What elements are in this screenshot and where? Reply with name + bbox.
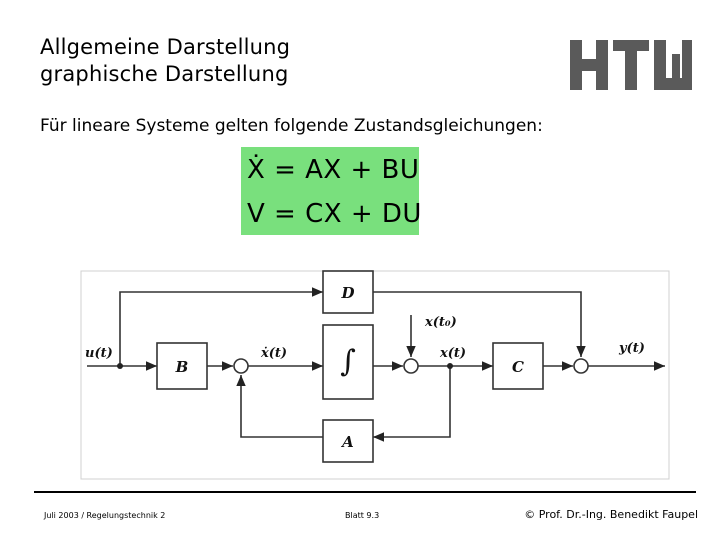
- footer-author: © Prof. Dr.-Ing. Benedikt Faupel: [524, 508, 698, 521]
- intro-text: Für lineare Systeme gelten folgende Zust…: [40, 116, 543, 136]
- signal-x0-label: x(t₀): [424, 315, 457, 330]
- title-line-1: Allgemeine Darstellung: [40, 35, 291, 59]
- signal-x-label: x(t): [439, 346, 466, 361]
- footer-divider: [34, 491, 696, 493]
- footer-left: Juli 2003 / Regelungstechnik 2: [44, 511, 166, 520]
- htw-logo: [570, 40, 692, 90]
- footer-page: Blatt 9.3: [345, 511, 380, 520]
- diagram-frame: [80, 270, 670, 480]
- block-integrator: [322, 324, 374, 400]
- slide-title: Allgemeine Darstellung graphische Darste…: [40, 34, 290, 88]
- state-equations-box: Ẋ = AX + BU V = CX + DU: [241, 147, 422, 235]
- output-equation: V = CX + DU: [247, 199, 422, 229]
- block-d: [322, 270, 374, 314]
- block-a-label: A: [340, 433, 354, 451]
- signal-xdot-label: ẋ(t): [260, 346, 287, 361]
- integrator-symbol: ∫: [340, 344, 356, 379]
- title-line-2: graphische Darstellung: [40, 62, 289, 86]
- block-b-label: B: [175, 358, 189, 376]
- block-c: [492, 342, 544, 390]
- block-c-label: C: [512, 358, 524, 376]
- block-diagram: B ∫ C D A u(t) ẋ(t) x(t₀) x(t) y(t): [80, 270, 670, 480]
- signal-y-label: y(t): [618, 341, 645, 356]
- signal-u-label: u(t): [85, 346, 113, 361]
- branch-point-input: [117, 363, 123, 369]
- block-d-label: D: [340, 284, 354, 302]
- summing-junction-1: [233, 358, 249, 374]
- summing-junction-2: [403, 358, 419, 374]
- state-equation: Ẋ = AX + BU: [247, 155, 420, 185]
- block-b: [156, 342, 208, 390]
- block-a: [322, 419, 374, 463]
- summing-junction-3: [573, 358, 589, 374]
- branch-point-state: [447, 363, 453, 369]
